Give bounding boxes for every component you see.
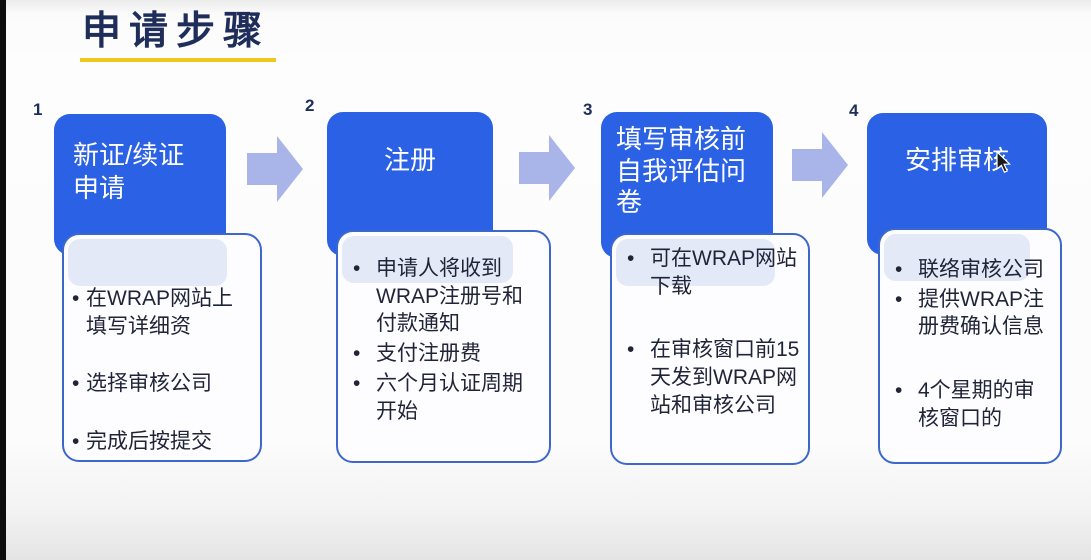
step-2-number: 2 (305, 96, 315, 115)
page-title: 申请步骤 (80, 10, 277, 62)
step-3-bullet-list: 可在WRAP网站下载 在审核窗口前15天发到WRAP网站和审核公司 (612, 235, 808, 420)
bullet-item: 支付注册费 (346, 340, 541, 368)
step-4-details-card: 联络审核公司 提供WRAP注册费确认信息 4个星期的审核窗口的 (878, 228, 1062, 464)
step-4-number: 4 (849, 101, 859, 120)
bullet-item: 选择审核公司 (72, 370, 252, 398)
step-1-number: 1 (33, 100, 43, 119)
card-highlight (68, 239, 227, 286)
step-2-bullet-list: 申请人将收到WRAP注册号和付款通知 支付注册费 六个月认证周期开始 (338, 232, 549, 425)
flow-arrow-icon (519, 135, 575, 201)
step-1-details-card: 在WRAP网站上填写详细资 选择审核公司 完成后按提交 (62, 233, 262, 462)
bullet-item: 在审核窗口前15天发到WRAP网站和审核公司 (620, 336, 800, 419)
bullet-item: 联络审核公司 (888, 256, 1052, 284)
bullet-item: 六个月认证周期开始 (346, 370, 541, 425)
step-1-bullet-list: 在WRAP网站上填写详细资 选择审核公司 完成后按提交 (64, 235, 260, 456)
step-4-bullet-list: 联络审核公司 提供WRAP注册费确认信息 4个星期的审核窗口的 (880, 230, 1060, 433)
bullet-item: 完成后按提交 (72, 428, 252, 456)
step-1-header: 新证/续证 申请 (54, 114, 226, 255)
mouse-cursor-icon (996, 151, 1012, 174)
flow-arrow-icon (247, 136, 303, 202)
bullet-item: 4个星期的审核窗口的 (888, 377, 1052, 432)
step-2-details-card: 申请人将收到WRAP注册号和付款通知 支付注册费 六个月认证周期开始 (336, 230, 551, 463)
bullet-item: 在WRAP网站上填写详细资 (72, 285, 252, 340)
bullet-item: 可在WRAP网站下载 (620, 245, 800, 300)
bullet-item: 申请人将收到WRAP注册号和付款通知 (346, 255, 541, 338)
screen-left-edge (0, 0, 6, 560)
bullet-item: 提供WRAP注册费确认信息 (888, 286, 1052, 341)
step-3-details-card: 可在WRAP网站下载 在审核窗口前15天发到WRAP网站和审核公司 (610, 233, 810, 465)
step-3-number: 3 (583, 100, 593, 119)
flow-arrow-icon (792, 132, 848, 198)
